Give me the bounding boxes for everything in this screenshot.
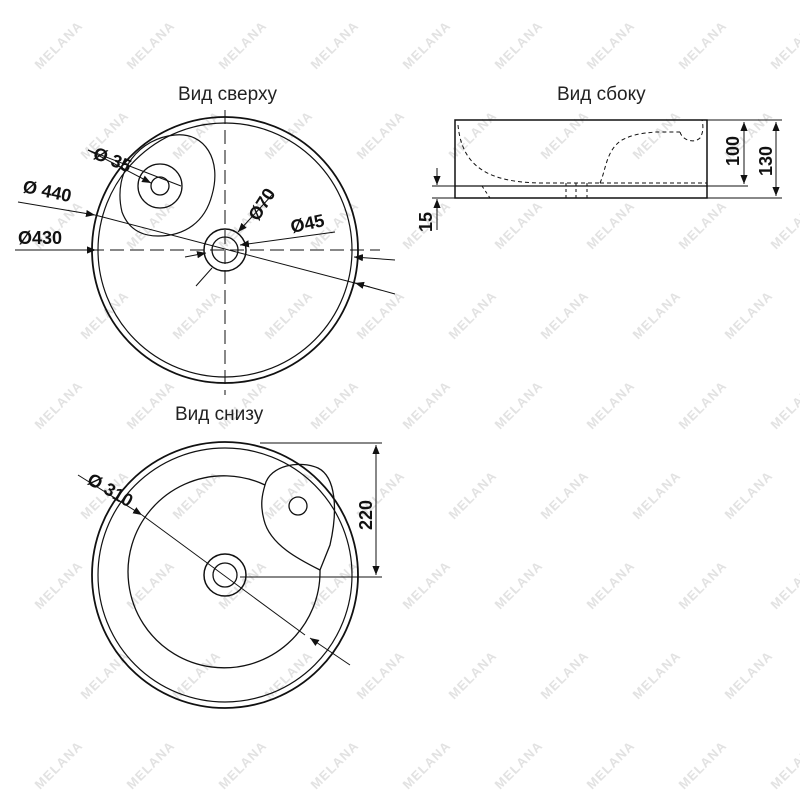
dim-d440-label: Ø 440 [21,176,73,206]
watermark-text: MELANA [400,18,454,72]
bottom-faucet-boss [261,463,336,571]
watermark-text: MELANA [354,288,408,342]
dim-d45-leader [184,231,336,259]
dim-h220-label: 220 [356,500,376,530]
watermark-text: MELANA [124,18,178,72]
dim-d35-label: Ø 35 [91,143,135,176]
watermark-text: MELANA [446,648,500,702]
watermark-text: MELANA [124,558,178,612]
watermark-text: MELANA [584,558,638,612]
watermark-text: MELANA [538,648,592,702]
watermark-text: MELANA [32,558,86,612]
watermark-text: MELANA [308,18,362,72]
side-view: Вид сбоку 100 130 15 [416,84,782,232]
watermark-text: MELANA [446,468,500,522]
bottom-view: Вид снизу Ø 310 220 [77,404,382,709]
side-view-title: Вид сбоку [557,84,646,105]
dim-h130-label: 130 [756,146,776,176]
drain-hole [203,228,247,272]
bottom-view-outline [91,441,359,709]
dim-d440-leader [17,201,396,295]
dim-d310-leader [77,474,351,666]
dim-h220-leader [240,442,382,578]
bottom-view-base-ring [127,475,321,669]
dim-d35-leader [87,149,182,187]
watermark-text: MELANA [768,198,800,252]
watermark-text: MELANA [676,558,730,612]
watermark-text: MELANA [492,558,546,612]
watermark-text: MELANA [584,738,638,792]
watermark-text: MELANA [32,378,86,432]
side-view-hidden-lines [457,119,707,199]
watermark-text: MELANA [216,738,270,792]
top-view-title: Вид сверху [178,84,277,105]
watermark-text: MELANA [584,198,638,252]
watermark-text: MELANA [308,558,362,612]
watermark-text: MELANA [492,198,546,252]
side-view-outline [454,119,708,199]
watermark-text: MELANA [32,738,86,792]
watermark-text: MELANA [584,18,638,72]
watermark-text: MELANA [216,18,270,72]
watermark-text: MELANA [676,198,730,252]
watermark-text: MELANA [446,288,500,342]
watermark-text: MELANA [308,378,362,432]
dim-d430-leader [15,246,396,262]
watermark-text: MELANA [354,648,408,702]
watermark-text: MELANA [768,738,800,792]
watermark-text: MELANA [308,738,362,792]
watermark-text: MELANA [630,288,684,342]
watermark-text: MELANA [630,648,684,702]
watermark-text: MELANA [676,18,730,72]
watermark-text: MELANA [170,288,224,342]
watermark-text: MELANA [676,738,730,792]
watermark-text: MELANA [78,288,132,342]
bottom-view-title: Вид снизу [175,404,264,425]
watermark-text: MELANA [768,378,800,432]
watermark-text: MELANA [492,378,546,432]
watermark-text: MELANA [492,738,546,792]
watermark-text: MELANA [538,108,592,162]
watermark-layer: MELANA MELANA MELANA MELANA MELANA MELANA MELA… [32,18,800,792]
watermark-text: MELANA [768,558,800,612]
watermark-text: MELANA [722,648,776,702]
watermark-text: MELANA [262,288,316,342]
watermark-text: MELANA [446,108,500,162]
watermark-text: MELANA [630,108,684,162]
dim-h15-label: 15 [416,212,436,232]
watermark-text: MELANA [78,648,132,702]
watermark-text: MELANA [676,378,730,432]
watermark-text: MELANA [768,18,800,72]
watermark-text: MELANA [722,288,776,342]
side-view-dimensions [432,119,782,230]
dim-d70-leader [195,194,273,287]
watermark-text: MELANA [584,378,638,432]
watermark-text: MELANA [630,468,684,522]
watermark-text: MELANA [124,378,178,432]
watermark-text: MELANA [354,108,408,162]
watermark-text: MELANA [538,288,592,342]
watermark-text: MELANA [400,738,454,792]
watermark-text: MELANA [32,18,86,72]
dim-h100-label: 100 [723,136,743,166]
dim-d430-label: Ø430 [18,228,62,248]
faucet-deck [119,134,216,237]
watermark-text: MELANA [400,378,454,432]
watermark-text: MELANA [722,468,776,522]
watermark-text: MELANA [538,468,592,522]
bottom-drain-hole [203,553,247,597]
watermark-text: MELANA [124,738,178,792]
watermark-text: MELANA [492,18,546,72]
watermark-text: MELANA [400,558,454,612]
